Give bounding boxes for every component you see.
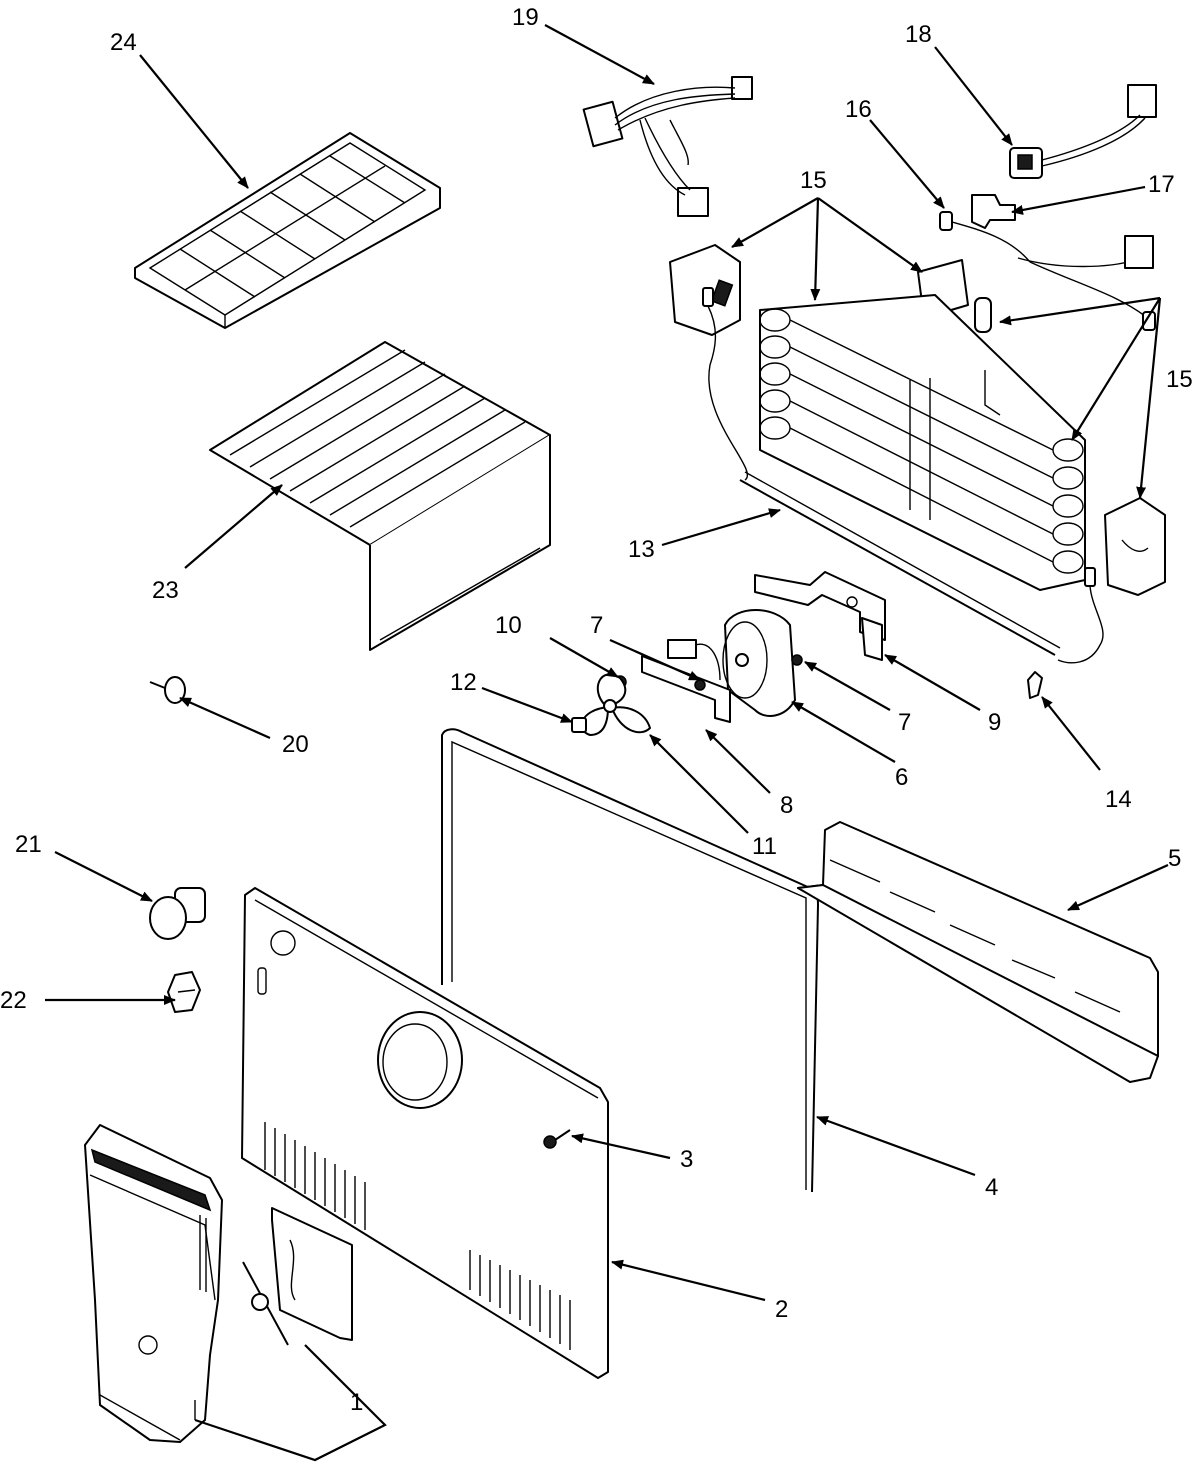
callout-18: 18 [905,21,932,48]
callout-8-text: 8 [780,792,793,819]
part-19-wire-harness [582,76,753,217]
callout-6: 6 [895,764,908,791]
leader-4 [816,1115,976,1177]
leader-21 [54,851,153,902]
leader-15b-2 [1071,297,1161,441]
callout-23: 23 [152,577,179,604]
part-2-rear-panel [241,887,609,1379]
leader-14 [1041,696,1101,771]
leader-10 [549,637,619,678]
callout-24: 24 [110,29,137,56]
part-11-fan-blade [580,673,651,736]
part-3-screw [543,1129,571,1149]
leader-20 [179,696,271,740]
callout-7b: 7 [898,709,911,736]
callout-11: 11 [752,833,777,860]
callout-2: 2 [775,1296,788,1323]
leader-15b-1 [999,296,1161,326]
part-6-fan-motor [722,609,803,717]
leader-23 [184,484,283,569]
callout-20-text: 20 [282,731,309,758]
callout-21-text: 21 [15,831,42,858]
leader-15b-3 [1136,297,1162,499]
part-9-motor-mount-bracket [754,571,886,661]
leader-18 [934,46,1013,146]
leader-9 [884,654,981,711]
part-24-ice-tray [134,132,441,329]
part-21-plug [149,887,206,940]
leader-8 [705,729,771,794]
leader-15a-1 [731,197,819,248]
callout-12: 12 [450,669,477,696]
leader-19 [544,24,655,85]
part-12-retainer-nut [571,717,587,733]
part-8-motor-bracket [641,639,731,723]
part-5-mounting-rail [797,821,1159,1083]
leader-7b [804,661,891,711]
leader-17 [1011,185,1146,215]
callout-16: 16 [845,96,872,123]
part-15-evaporator [669,244,1166,596]
leader-2 [611,1259,766,1302]
callout-15a: 15 [800,167,827,194]
part-22-lens [167,971,201,1013]
leader-13 [661,508,781,547]
leader-15a-2 [810,197,821,301]
callout-labels: 24 19 18 16 17 15 15 23 13 10 7 12 21 20… [0,4,1193,1416]
callout-3: 3 [680,1146,693,1173]
callout-13: 13 [628,536,655,563]
callout-19: 19 [512,4,539,31]
callout-17: 17 [1148,171,1175,198]
part-14-clip [1027,671,1043,699]
leader-5 [1067,863,1169,912]
part-13-defrost-heater [702,287,1104,664]
part-20-plug [149,676,186,704]
leader-6 [791,701,896,763]
leader-lines [45,24,1169,1462]
part-1-control-housing [84,1124,353,1443]
callout-15b: 15 [1166,366,1193,393]
part-16-thermostat-wire [939,211,1156,331]
part-23-shelf [209,341,551,651]
leader-1 [194,1344,387,1462]
callout-14: 14 [1105,786,1132,813]
callout-7a: 7 [590,612,603,639]
callout-10: 10 [495,612,522,639]
leader-11 [649,734,749,834]
part-17-clip [971,194,1016,229]
callout-5: 5 [1168,845,1181,872]
leader-16 [869,119,945,209]
leader-15a-3 [817,197,923,273]
leader-7a [609,638,701,682]
callout-9: 9 [988,709,1001,736]
part-18-harness-connector [1009,84,1157,179]
leader-24 [139,54,249,189]
part-4-gasket [441,728,819,1193]
callout-1: 1 [350,1389,363,1416]
callout-4: 4 [985,1174,998,1201]
callout-22-text: 22 [0,987,27,1014]
leader-3 [571,1133,671,1160]
leader-12 [481,686,573,724]
